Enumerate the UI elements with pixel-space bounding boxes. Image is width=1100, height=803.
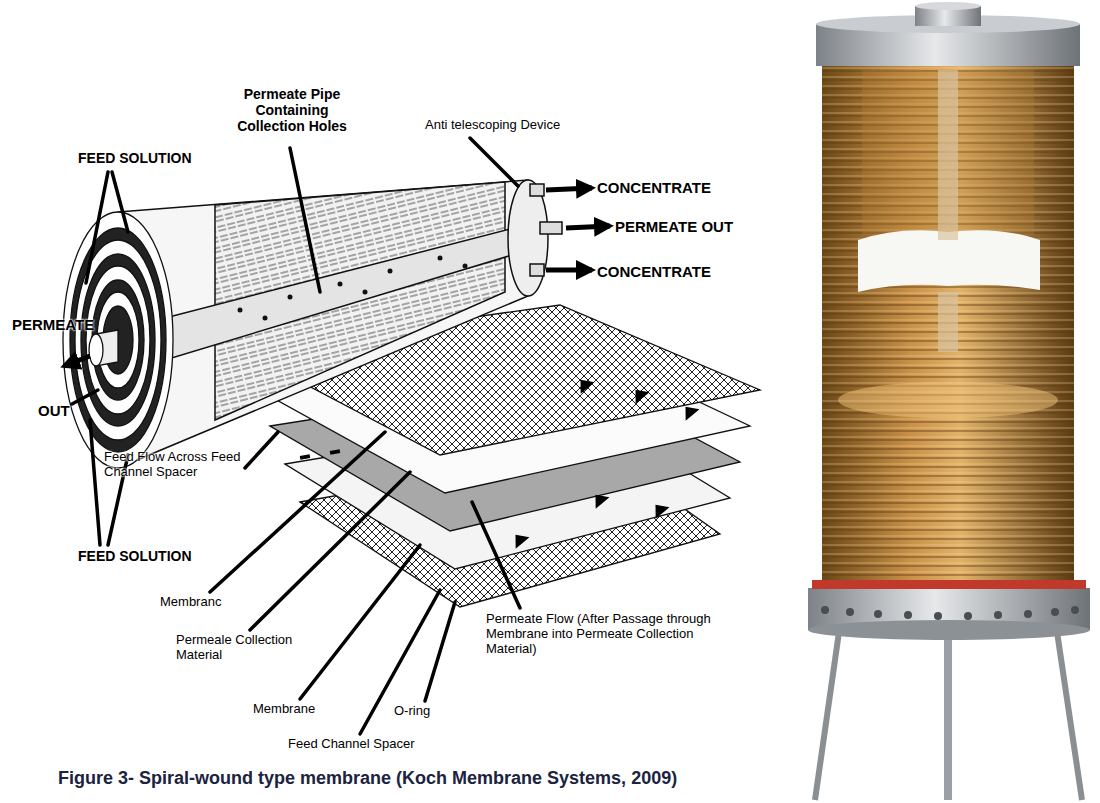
callout-label: OUT <box>38 402 70 419</box>
leader-line <box>290 148 320 292</box>
hole <box>263 316 268 321</box>
bolt-hole <box>1024 610 1032 618</box>
spiral-end <box>63 212 173 468</box>
callout-label: Feed Flow Across Feed Channel Spacer <box>104 450 244 480</box>
module-gasket <box>812 580 1086 589</box>
flange-bolts <box>821 606 1079 620</box>
callout-label: Permeate Pipe Containing Collection Hole… <box>222 86 362 134</box>
callout-label: FEED SOLUTION <box>78 548 192 564</box>
hole <box>338 282 343 287</box>
permeate-pipe <box>165 226 522 360</box>
flow-arrow <box>679 401 700 421</box>
permeate-tube-end <box>89 334 103 366</box>
flow-arrow <box>574 374 595 394</box>
support-leg <box>944 640 952 800</box>
anti-telescoping-device <box>508 180 548 296</box>
leader-line <box>245 432 278 468</box>
hole <box>463 264 468 269</box>
bolt-hole <box>874 610 882 618</box>
flow-arrow <box>589 489 610 509</box>
bolt-hole <box>964 612 972 620</box>
flow-arrow <box>509 529 530 549</box>
callout-label: Membrane <box>253 702 315 717</box>
figure-caption: Figure 3- Spiral-wound type membrane (Ko… <box>58 768 677 789</box>
leader-line <box>425 602 455 701</box>
spiral-ring <box>97 292 139 388</box>
module-ridges <box>822 60 1074 585</box>
spiral-ring <box>81 254 155 426</box>
bolt-hole <box>846 608 854 616</box>
bolt-hole <box>994 611 1002 619</box>
flow-dash <box>300 454 311 460</box>
module-body <box>822 60 1074 585</box>
concentrate-arrow <box>546 268 592 273</box>
leader-line <box>472 502 520 608</box>
leader-lines <box>72 138 520 734</box>
hole <box>288 295 293 300</box>
leader-line <box>360 590 440 734</box>
concentrate-arrow <box>546 188 592 190</box>
module-disc <box>838 382 1058 418</box>
hole <box>438 256 443 261</box>
callout-label: PERMEATE OUT <box>615 218 733 235</box>
flow-arrow <box>629 384 650 404</box>
leader-line <box>90 420 100 545</box>
callout-label: Membranc <box>160 595 221 610</box>
leader-line <box>86 172 108 283</box>
bolt-hole <box>821 606 829 614</box>
bolt-hole <box>1051 608 1059 616</box>
callout-label: Permeate Flow (After Passage through Mem… <box>486 612 731 657</box>
module-photo <box>808 2 1090 800</box>
support-leg <box>815 625 840 800</box>
callout-label: Feed Channel Spacer <box>288 737 414 752</box>
leader-line <box>470 138 518 186</box>
leader-line <box>112 172 128 232</box>
support-leg <box>1056 625 1082 800</box>
flow-arrow <box>649 499 670 519</box>
bolt-hole <box>904 611 912 619</box>
outlet-tube <box>530 184 544 196</box>
hole <box>238 308 243 313</box>
callout-label: CONCENTRATE <box>597 179 711 196</box>
callout-label: PERMEATE <box>12 316 94 333</box>
module-core <box>938 292 958 352</box>
callout-label: Permeale Collection Material <box>176 633 311 663</box>
leader-line <box>250 472 410 630</box>
module-core <box>938 70 958 240</box>
flow-dash <box>330 449 341 455</box>
outlet-arrows <box>64 188 610 366</box>
bolt-hole <box>934 612 942 620</box>
callout-label: O-ring <box>394 704 430 719</box>
module-flange <box>808 620 1090 640</box>
hole <box>363 290 368 295</box>
spiral-ring <box>70 228 166 452</box>
bolt-hole <box>1071 606 1079 614</box>
module-hub <box>915 2 981 10</box>
hole <box>388 269 393 274</box>
callout-label: FEED SOLUTION <box>78 150 192 166</box>
outlet-tube <box>530 264 544 276</box>
outlet-tube <box>540 222 562 234</box>
spiral-ring <box>63 212 173 468</box>
permeate-arrow <box>64 356 90 366</box>
collection-holes <box>238 256 468 321</box>
callout-label: CONCENTRATE <box>597 263 711 280</box>
membrane-roll <box>118 180 562 468</box>
leader-line <box>72 390 98 404</box>
permeate-arrow <box>566 226 610 228</box>
roll-body <box>118 180 528 468</box>
leader-line <box>300 545 420 699</box>
callout-label: Anti telescoping Device <box>425 118 560 133</box>
